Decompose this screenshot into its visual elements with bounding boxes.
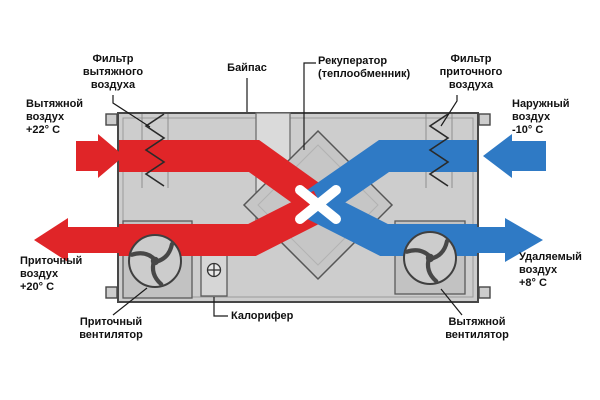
label-filter-exhaust: Фильтр вытяжного воздуха [82,53,144,91]
label-exhaust-fan: Вытяжной вентилятор [445,316,509,341]
label-removed-air-out: Удаляемый воздух +8° С [519,251,582,289]
label-outdoor-air-in: Наружный воздух -10° С [512,98,570,136]
arrow-supply-out [34,218,119,262]
leader-supply-fan [112,287,148,316]
supply-fan-icon [128,234,182,288]
supply-filter-icon [428,113,450,187]
label-exhaust-air-in: Вытяжной воздух +22° С [26,98,84,136]
heater-symbol-icon [206,262,222,278]
leader-filter-supply [440,95,458,127]
unit-body-inner-wall [122,117,474,298]
arrow-outdoor-in [483,134,546,178]
label-bypass: Байпас [227,62,267,74]
mount-flange-top-right [478,113,491,126]
leader-filter-exhaust [112,95,151,128]
arrow-exhaust-in [76,134,124,178]
leader-recuperator [303,62,316,150]
label-supply-air-out: Приточный воздух +20° С [20,255,83,293]
label-filter-supply: Фильтр приточного воздуха [439,53,503,91]
leader-heater [213,297,228,317]
label-heater: Калорифер [231,310,294,322]
flow-cross-icon [295,185,341,224]
leader-exhaust-fan [440,288,463,316]
mount-flange-top-left [105,113,118,126]
arrow-removed-out [477,218,543,262]
label-supply-fan: Приточный вентилятор [79,316,143,341]
mount-flange-bottom-right [478,286,491,299]
leader-lines [112,62,463,317]
exhaust-filter-icon [144,113,166,187]
mount-flange-bottom-left [105,286,118,299]
exhaust-fan-icon [403,231,457,285]
label-recuperator: Рекуператор (теплообменник) [318,55,411,80]
